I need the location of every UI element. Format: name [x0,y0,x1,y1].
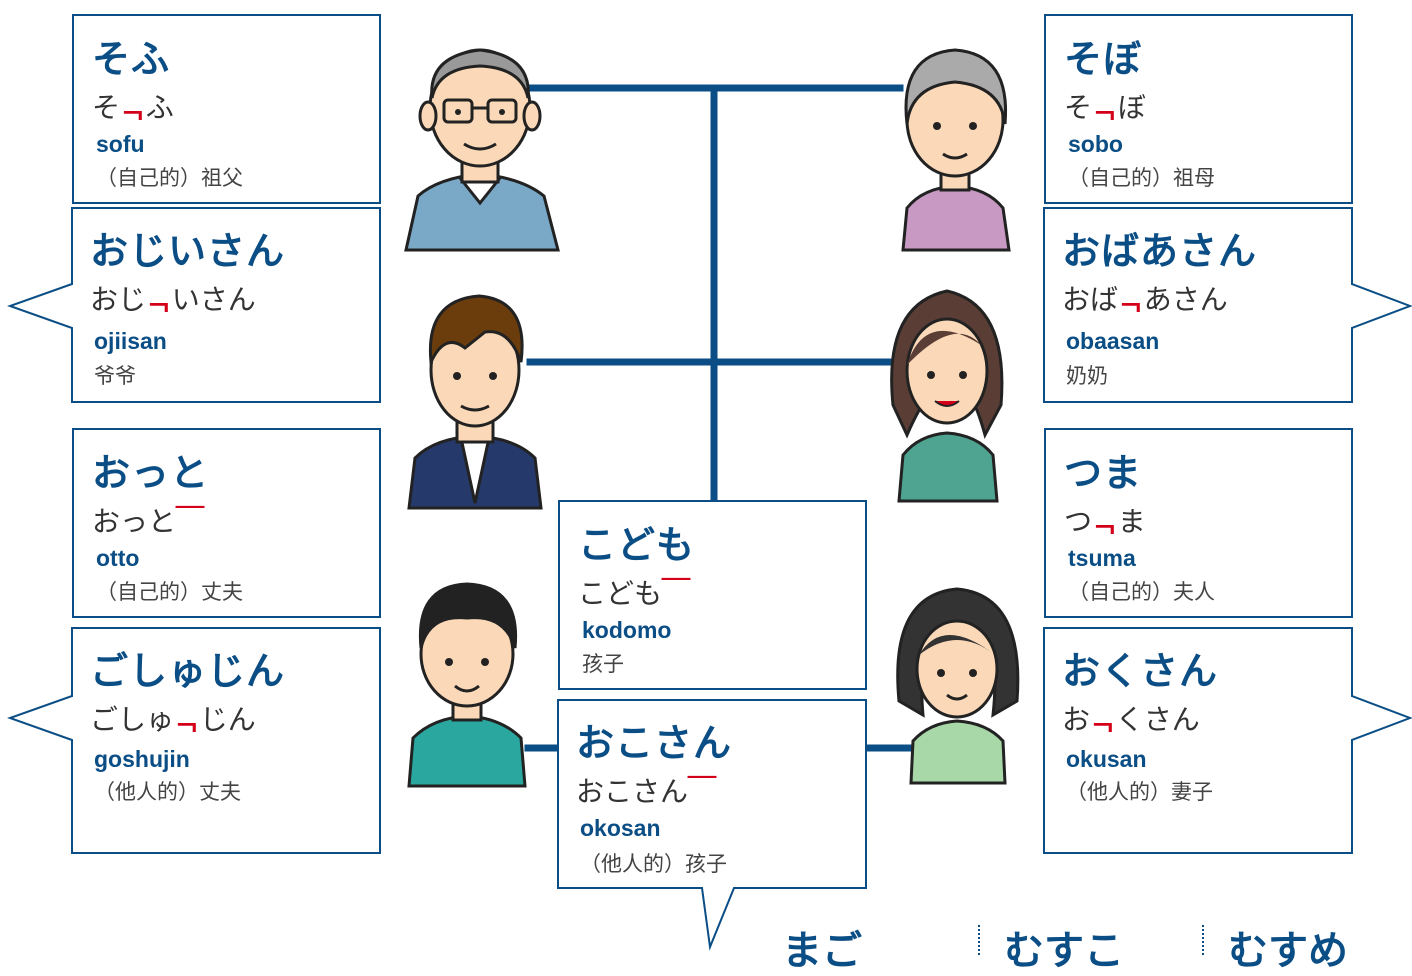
card-meaning: 奶奶 [1066,364,1108,388]
bottom-word-musume: むすめ [1228,928,1348,974]
card-romaji: ojiisan [94,328,167,354]
pitch-accent-mark: ᆨ [1092,91,1118,124]
card-title: そふ [92,37,171,81]
card-title: おくさん [1062,649,1219,693]
card-reading: こども￣ [578,577,691,610]
card-title: そぼ [1064,37,1143,81]
pitch-accent-mark: ᆨ [1118,283,1144,316]
card-meaning: （他人的）妻子 [1066,780,1213,804]
card-meaning: （自己的）祖父 [96,166,243,190]
card-reading: そᆨぼ [1064,91,1146,124]
card-reading: ごしゅᆨじん [90,703,256,736]
card-title: おばあさん [1062,229,1258,273]
bottom-word-musuko: むすこ [1004,928,1124,974]
pitch-accent-mark: ᆨ [1092,505,1118,538]
card-romaji: okosan [580,815,661,841]
card-meaning: （自己的）丈夫 [96,580,243,604]
pitch-accent-mark: ᆨ [174,703,200,736]
card-romaji: goshujin [94,746,190,772]
card-otto: おっと おっと￣ otto （自己的）丈夫 [72,428,381,618]
grandfather-illustration [404,48,560,252]
card-title: ごしゅじん [90,649,286,693]
card-okosan: おこさん おこさん￣ okosan （他人的）孩子 [558,700,867,888]
card-romaji: tsuma [1068,545,1136,571]
card-title: つま [1064,451,1143,495]
card-meaning: （他人的）丈夫 [94,780,241,804]
card-reading: おじᆨいさん [90,283,256,316]
card-reading: つᆨま [1064,505,1146,538]
father-illustration [407,294,543,510]
card-kodomo: こども こども￣ kodomo 孩子 [558,500,867,690]
grandmother-illustration [901,48,1011,252]
card-romaji: otto [96,545,140,571]
card-romaji: sofu [96,131,145,157]
pitch-accent-mark: ￣ [662,577,691,610]
card-meaning: （他人的）孩子 [580,852,727,876]
card-romaji: sobo [1068,131,1123,157]
card-meaning: （自己的）祖母 [1068,166,1215,190]
pitch-accent-mark: ᆨ [146,283,172,316]
card-romaji: obaasan [1066,328,1160,354]
card-meaning: 孩子 [582,652,624,676]
son-illustration [407,582,527,788]
card-sofu: そふ そᆨふ sofu （自己的）祖父 [72,14,381,204]
family-tree-lines [524,84,920,752]
pitch-accent-mark: ￣ [688,775,717,808]
bottom-word-mago: まご [782,928,862,974]
pitch-accent-mark: ￣ [176,505,205,538]
card-title: おじいさん [90,229,286,273]
mother-illustration [890,289,1004,503]
card-obaasan: おばあさん おばᆨあさん obaasan 奶奶 [1044,208,1353,403]
card-reading: おばᆨあさん [1062,283,1228,316]
card-reading: おこさん￣ [576,775,717,808]
card-title: おっと [92,451,210,495]
card-tsuma: つま つᆨま tsuma （自己的）夫人 [1044,428,1353,618]
card-reading: おっと￣ [92,505,205,538]
card-meaning: （自己的）夫人 [1068,580,1215,604]
card-romaji: kodomo [582,617,672,643]
pitch-accent-mark: ᆨ [1090,703,1116,736]
card-meaning: 爷爷 [94,364,136,388]
card-sobo: そぼ そᆨぼ sobo （自己的）祖母 [1044,14,1353,204]
speech-bubbles [7,207,1412,951]
card-okusan: おくさん おᆨくさん okusan （他人的）妻子 [1044,628,1353,853]
card-title: おこさん [576,721,733,765]
card-ojiisan: おじいさん おじᆨいさん ojiisan 爷爷 [72,208,381,403]
dotted-separator [978,925,980,955]
card-reading: おᆨくさん [1062,703,1200,736]
daughter-illustration [896,587,1020,785]
card-goshujin: ごしゅじん ごしゅᆨじん goshujin （他人的）丈夫 [72,628,381,853]
pitch-accent-mark: ᆨ [120,91,146,124]
card-reading: そᆨふ [92,91,174,124]
dotted-separator [1202,925,1204,955]
card-title: こども [578,523,696,567]
card-romaji: okusan [1066,746,1147,772]
